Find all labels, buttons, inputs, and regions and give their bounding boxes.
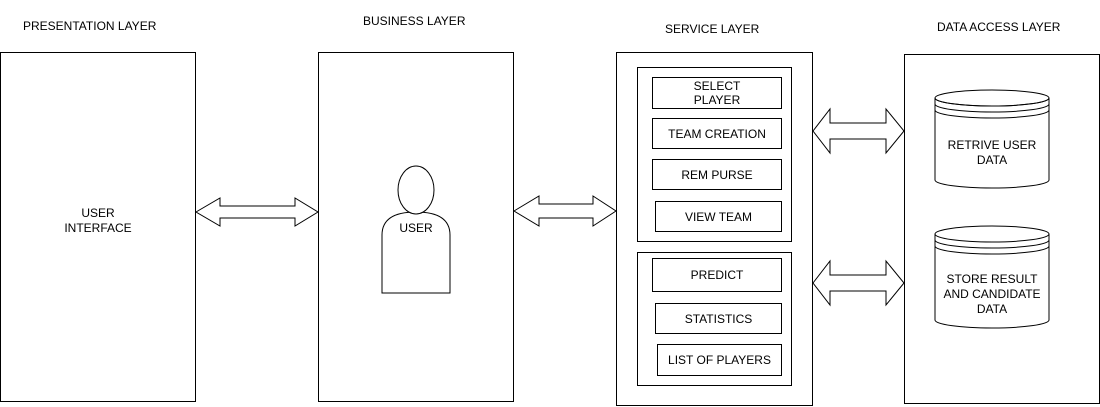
- presentation-layer-box: [0, 52, 196, 402]
- bidirectional-arrow-icon: [812, 259, 905, 307]
- predict-button[interactable]: PREDICT: [652, 258, 782, 292]
- list-of-players-button[interactable]: LIST OF PLAYERS: [657, 344, 782, 376]
- data-access-layer-title: DATA ACCESS LAYER: [937, 20, 1061, 34]
- db-retrieve-user-data-label: RETRIVE USER DATA: [947, 138, 1037, 167]
- view-team-button[interactable]: VIEW TEAM: [655, 201, 782, 232]
- select-player-button[interactable]: SELECT PLAYER: [652, 77, 782, 109]
- rem-purse-button[interactable]: REM PURSE: [652, 159, 782, 190]
- statistics-button[interactable]: STATISTICS: [655, 303, 782, 334]
- user-interface-label: USER INTERFACE: [64, 206, 132, 235]
- user-actor-icon: [381, 165, 451, 294]
- bidirectional-arrow-icon: [513, 195, 617, 227]
- business-layer-title: BUSINESS LAYER: [363, 14, 466, 28]
- team-creation-button[interactable]: TEAM CREATION: [652, 118, 782, 149]
- bidirectional-arrow-icon: [812, 107, 905, 155]
- bidirectional-arrow-icon: [195, 197, 319, 227]
- database-icon: [934, 225, 1050, 329]
- database-icon: [934, 89, 1050, 189]
- service-layer-title: SERVICE LAYER: [665, 22, 760, 36]
- user-actor-label: USER: [399, 221, 433, 235]
- presentation-layer-title: PRESENTATION LAYER: [23, 19, 157, 33]
- db-store-result-label: STORE RESULT AND CANDIDATE DATA: [943, 272, 1041, 316]
